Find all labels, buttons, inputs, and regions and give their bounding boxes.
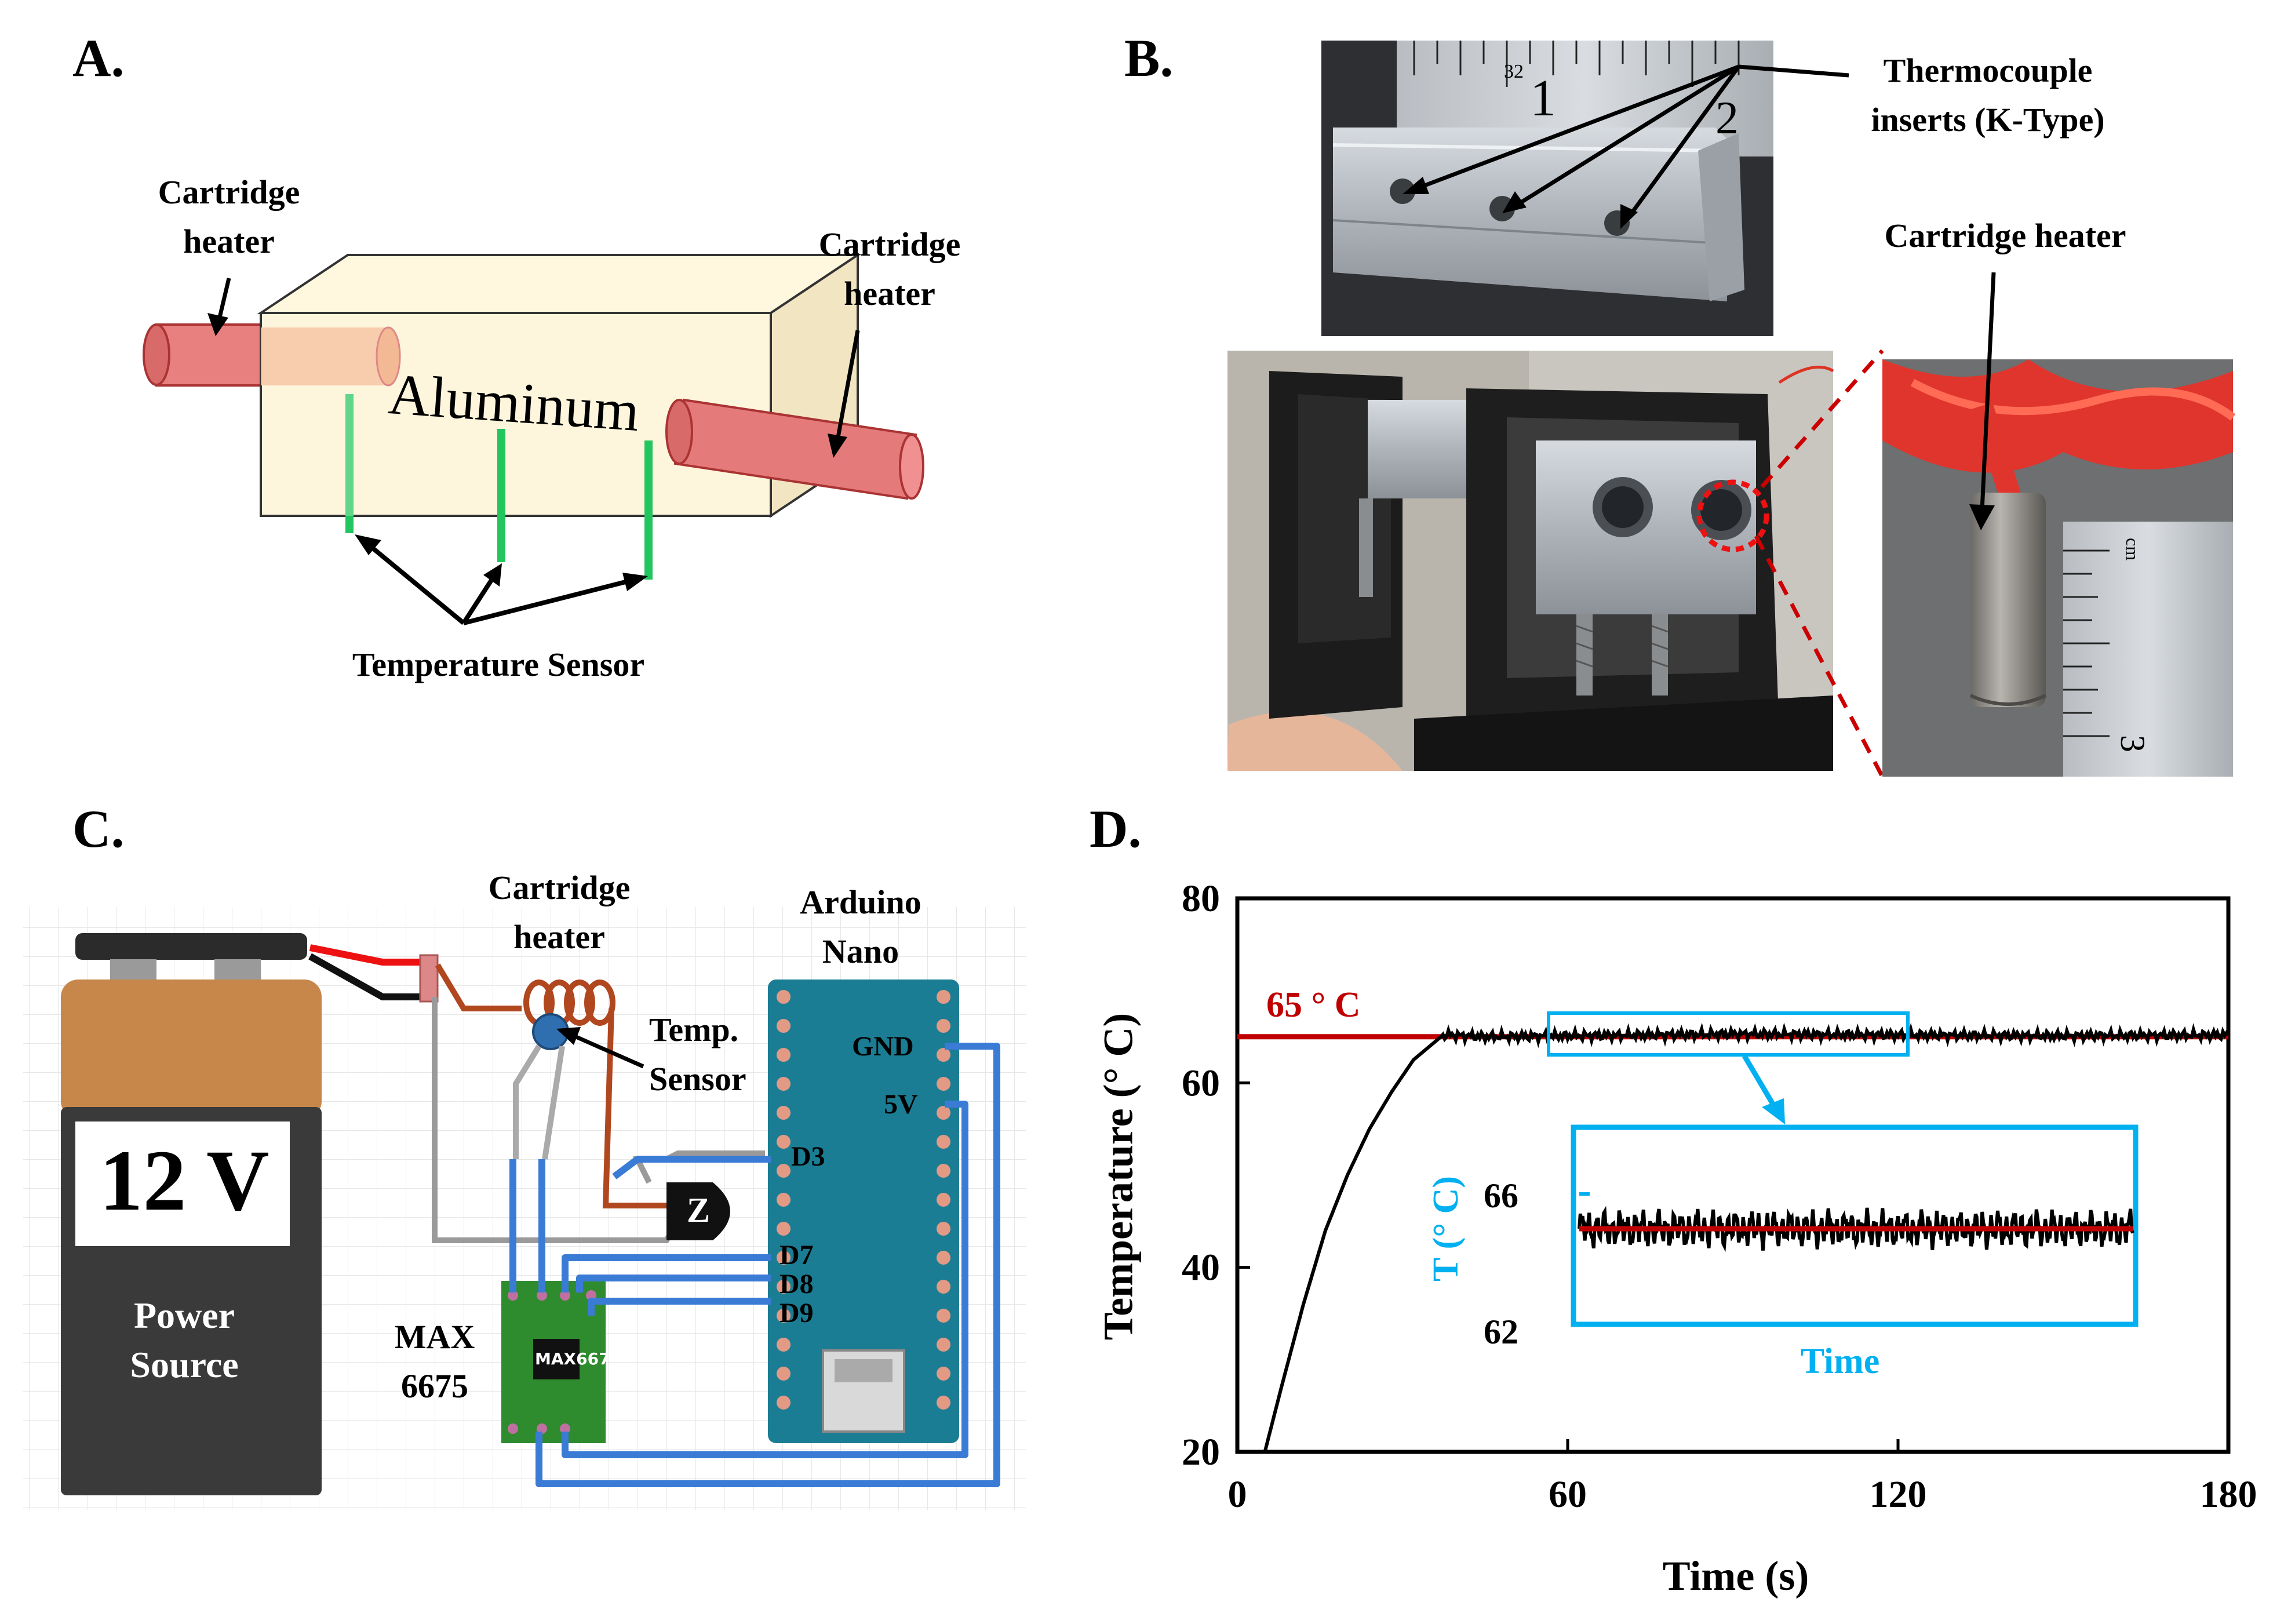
arduino-nano bbox=[768, 980, 959, 1443]
max-line2: 6675 bbox=[401, 1367, 468, 1405]
photo-holder bbox=[1227, 351, 1834, 771]
chip-text: MAX667 bbox=[535, 1349, 610, 1368]
x-tick-label: 0 bbox=[1228, 1473, 1247, 1516]
panel-d-letter: D. bbox=[1090, 799, 1142, 858]
setpoint-label: 65 ° C bbox=[1266, 985, 1361, 1025]
panel-b-letter: B. bbox=[1124, 28, 1174, 88]
heater-right-line1: Cartridge bbox=[818, 225, 961, 263]
panel-c-letter: C. bbox=[72, 799, 125, 858]
panel-a-letter: A. bbox=[72, 28, 125, 88]
ruler-mark-32: 32 bbox=[1504, 61, 1524, 82]
y-tick-label: 60 bbox=[1182, 1062, 1220, 1104]
panel-d-chart: 0 60 120 180 20 40 60 80 bbox=[1182, 877, 2257, 1516]
pin-5v: 5V bbox=[884, 1089, 918, 1120]
arduino-line1: Arduino bbox=[800, 883, 921, 921]
pin-d8: D8 bbox=[779, 1269, 814, 1299]
y-axis-label: Temperature (° C) bbox=[1095, 1013, 1142, 1341]
panel-a-diagram bbox=[143, 253, 924, 625]
heater-left-line1: Cartridge bbox=[158, 173, 300, 211]
arduino-line2: Nano bbox=[822, 933, 899, 970]
pin-d9: D9 bbox=[779, 1298, 814, 1328]
cartridge-heater-label: Cartridge heater bbox=[1884, 217, 2126, 254]
thermocouple-line1: Thermocouple bbox=[1883, 52, 2093, 89]
y-tick-label: 40 bbox=[1182, 1247, 1220, 1289]
battery bbox=[61, 933, 322, 1495]
temperature-sensor-label: Temperature Sensor bbox=[352, 646, 645, 683]
pin-gnd: GND bbox=[852, 1031, 914, 1062]
inset-ytick-62: 62 bbox=[1484, 1313, 1518, 1351]
temp-sensor-line2: Sensor bbox=[649, 1060, 746, 1098]
photo-cartridge-heater bbox=[1882, 359, 2236, 777]
circuit-heater-line1: Cartridge bbox=[488, 869, 631, 906]
ruler-mark-3: 3 bbox=[2114, 735, 2152, 752]
inset-marks bbox=[1578, 1192, 2134, 1252]
panel-c-circuit: Z bbox=[23, 907, 1026, 1510]
svg-text:Z: Z bbox=[687, 1191, 710, 1229]
chart-marks: 0 60 120 180 20 40 60 80 bbox=[1182, 877, 2257, 1516]
y-tick-label: 20 bbox=[1182, 1431, 1220, 1473]
ruler-mark-cm: cm bbox=[2122, 538, 2144, 561]
pin-d7: D7 bbox=[779, 1240, 814, 1270]
panel-b-photos bbox=[1227, 41, 2236, 778]
battery-label-line1: Power bbox=[133, 1295, 235, 1336]
x-tick-label: 120 bbox=[1870, 1473, 1927, 1516]
heater-right-line2: heater bbox=[844, 275, 935, 312]
x-tick-label: 180 bbox=[2200, 1473, 2257, 1516]
circuit-heater-line2: heater bbox=[513, 918, 605, 956]
inset-ytick-66: 66 bbox=[1484, 1177, 1518, 1215]
heater-left-line2: heater bbox=[183, 223, 275, 260]
inset-y-label: T (° C) bbox=[1426, 1175, 1466, 1282]
pin-d3: D3 bbox=[791, 1141, 825, 1172]
inset-x-label: Time bbox=[1800, 1342, 1880, 1381]
ruler-mark-2: 2 bbox=[1715, 93, 1739, 144]
temp-sensor-line1: Temp. bbox=[649, 1011, 739, 1048]
x-axis-label: Time (s) bbox=[1662, 1553, 1809, 1599]
battery-voltage: 12 V bbox=[99, 1133, 269, 1229]
inset-series-line bbox=[1578, 1206, 2134, 1252]
ruler-mark-1: 1 bbox=[1530, 70, 1556, 127]
max-line1: MAX bbox=[394, 1318, 475, 1356]
y-tick-label: 80 bbox=[1182, 877, 1220, 920]
x-tick-label: 60 bbox=[1549, 1473, 1587, 1516]
temperature-series-line bbox=[1263, 1022, 2230, 1452]
battery-label-line2: Source bbox=[130, 1344, 239, 1385]
thermocouple-line2: inserts (K-Type) bbox=[1871, 101, 2105, 139]
inset-source-box bbox=[1547, 1011, 1910, 1057]
